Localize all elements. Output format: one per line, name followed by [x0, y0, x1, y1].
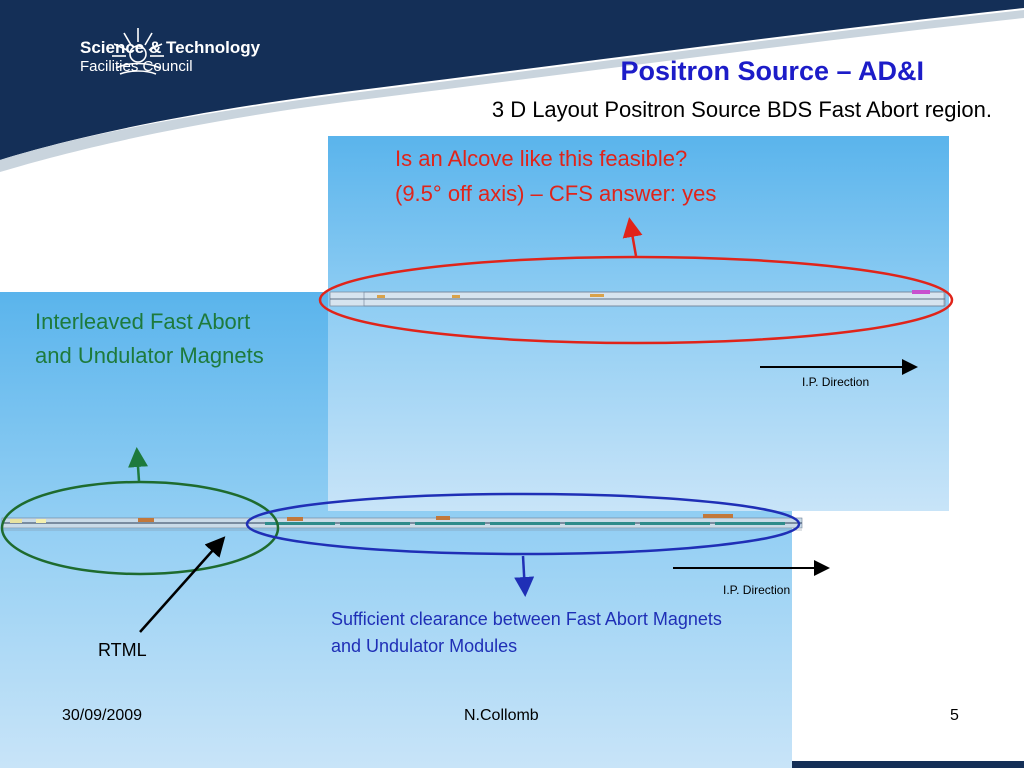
sunburst-logo-icon: [112, 28, 164, 75]
slide-title: Positron Source – AD&I: [620, 56, 924, 86]
clearance-label: Sufficient clearance between Fast Abort …: [331, 609, 722, 656]
org-name-line1: Science & Technology: [80, 38, 261, 57]
footer-date: 30/09/2009: [62, 707, 143, 724]
interleaved-label: Interleaved Fast Abort and Undulator Mag…: [35, 309, 264, 368]
page-number: 5: [950, 707, 959, 724]
slide-subtitle: 3 D Layout Positron Source BDS Fast Abor…: [491, 97, 992, 122]
ip-direction-label-top: I.P. Direction: [802, 375, 870, 389]
ip-direction-label-bottom: I.P. Direction: [723, 583, 791, 597]
footer-accent-bar: [792, 761, 1024, 768]
footer-author: N.Collomb: [464, 707, 539, 724]
alcove-answer: (9.5° off axis) – CFS answer: yes: [395, 181, 717, 206]
rtml-label: RTML: [98, 640, 147, 660]
alcove-question: Is an Alcove like this feasible?: [395, 146, 688, 171]
org-name-line2: Facilities Council: [80, 58, 193, 75]
header-banner: [0, 0, 1024, 172]
